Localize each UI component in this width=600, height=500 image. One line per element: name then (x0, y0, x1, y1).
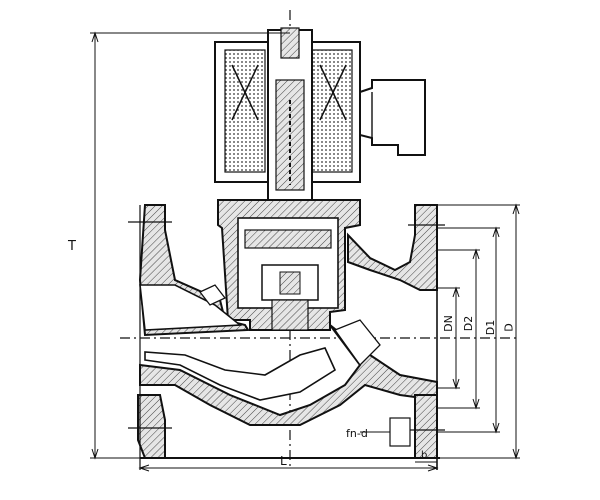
dim-label-thickness: b (421, 450, 428, 461)
flange-outline (128, 205, 445, 470)
dim-label-d2: D2 (462, 315, 476, 332)
junction-box (359, 79, 426, 156)
bonnet (217, 199, 361, 331)
dim-label-height: T (68, 239, 76, 254)
armature-tube (267, 27, 313, 221)
dim-label-d1: D1 (484, 319, 498, 336)
dim-label-length: L (280, 454, 287, 468)
dimension-lines (90, 31, 520, 472)
dim-label-nominal: DN (441, 315, 455, 332)
dim-label-d: D (502, 323, 516, 332)
dim-label-bolt: fn-d (346, 427, 368, 440)
